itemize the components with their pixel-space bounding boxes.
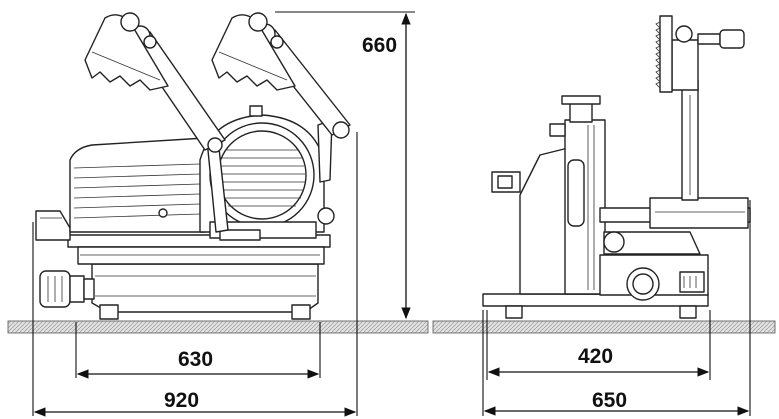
side-view-slicer <box>482 15 751 319</box>
floor-right <box>432 320 776 334</box>
front-overall-width-label: 920 <box>164 389 199 412</box>
front-base-width-label: 630 <box>178 348 213 371</box>
front-base-width-dimension: 630 <box>75 322 321 379</box>
side-base-depth-label: 420 <box>578 345 613 368</box>
floor-left <box>7 320 429 334</box>
height-dimension: 660 <box>275 11 415 320</box>
side-base-depth-dimension: 420 <box>486 310 711 380</box>
side-overall-depth-dimension: 650 <box>482 200 751 416</box>
front-view-slicer <box>35 12 351 320</box>
front-overall-width-dimension: 920 <box>32 132 358 417</box>
side-overall-depth-label: 650 <box>592 389 627 412</box>
height-dimension-label: 660 <box>362 34 397 57</box>
